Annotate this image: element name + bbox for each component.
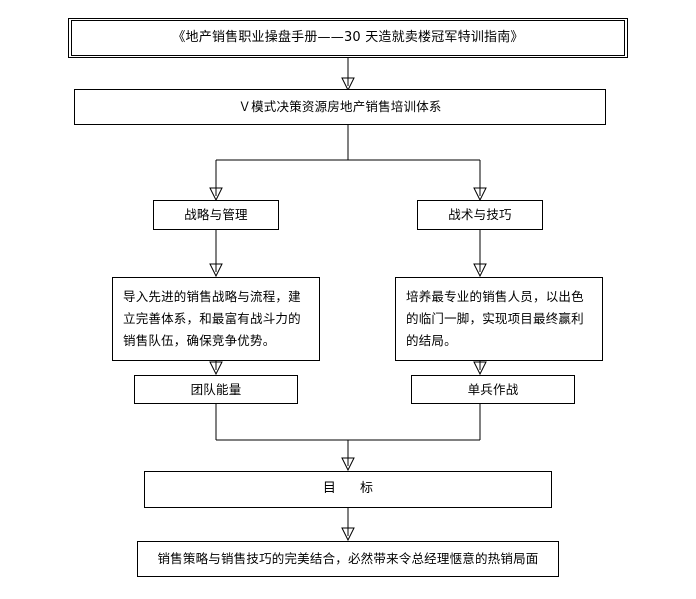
title-box-label: 《地产销售职业操盘手册——30 天造就卖楼冠军特训指南》 [71, 20, 625, 56]
branch-heading-strategy: 战略与管理 [153, 200, 279, 230]
branch-result-team-energy: 团队能量 [134, 375, 298, 404]
branch-result-solo-combat: 单兵作战 [411, 375, 575, 404]
branch-description-tactics-label: 培养最专业的销售人员，以出色的临门一脚，实现项目最终赢利的结局。 [406, 289, 584, 348]
conclusion-box: 销售策略与销售技巧的完美结合，必然带来令总经理惬意的热销局面 [137, 541, 559, 577]
branch-heading-tactics-label: 战术与技巧 [448, 207, 512, 223]
branch-description-strategy-label: 导入先进的销售战略与流程，建立完善体系，和最富有战斗力的销售队伍，确保竞争优势。 [123, 289, 301, 348]
title-box: 《地产销售职业操盘手册——30 天造就卖楼冠军特训指南》 [68, 18, 628, 58]
goal-box-label: 目 标 [322, 481, 384, 497]
branch-description-tactics: 培养最专业的销售人员，以出色的临门一脚，实现项目最终赢利的结局。 [395, 277, 603, 361]
branch-heading-strategy-label: 战略与管理 [184, 207, 248, 223]
branch-result-team-energy-label: 团队能量 [190, 381, 242, 397]
branch-result-solo-combat-label: 单兵作战 [467, 381, 519, 397]
system-box: Ｖ模式决策资源房地产销售培训体系 [74, 89, 606, 125]
conclusion-box-label: 销售策略与销售技巧的完美结合，必然带来令总经理惬意的热销局面 [157, 551, 539, 567]
goal-box: 目 标 [144, 471, 552, 508]
branch-heading-tactics: 战术与技巧 [417, 200, 543, 230]
system-box-label: Ｖ模式决策资源房地产销售培训体系 [238, 99, 442, 115]
branch-description-strategy: 导入先进的销售战略与流程，建立完善体系，和最富有战斗力的销售队伍，确保竞争优势。 [112, 277, 320, 361]
